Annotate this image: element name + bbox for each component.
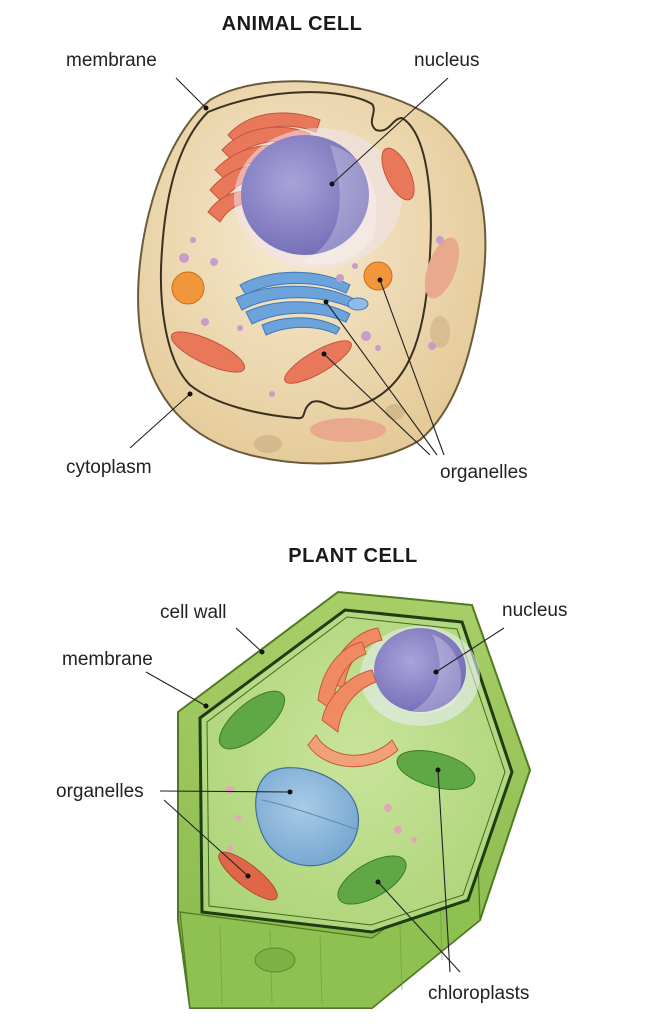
animal-organelles-leader-3: [379, 279, 445, 456]
animal-organelle-bottom-2: [385, 404, 405, 420]
plant-cellwall-leader: [235, 627, 263, 653]
animal-organelles-dot-2: [323, 299, 329, 305]
animal-mitochondrion-3: [284, 340, 352, 384]
plant-chloroplasts-dot-1: [435, 767, 441, 773]
animal-cell-membrane-line: [159, 91, 432, 420]
plant-cell-title: PLANT CELL: [288, 545, 417, 567]
plant-membrane-dot: [203, 703, 209, 709]
plant-label-organelles: organelles: [56, 781, 144, 802]
animal-organelle-bottom-1: [254, 435, 282, 453]
plant-chloroplasts-dot-2: [375, 879, 381, 885]
animal-membrane-leader: [175, 77, 207, 109]
animal-mitochondrion-2: [170, 331, 246, 373]
animal-label-organelles: organelles: [440, 462, 528, 483]
plant-endoplasmic-reticulum: [307, 627, 399, 768]
plant-chloroplast-3: [337, 855, 407, 905]
animal-label-cytoplasm: cytoplasm: [66, 457, 152, 478]
plant-cell-membrane-inner: [206, 616, 506, 926]
plant-nucleus: [360, 626, 480, 726]
animal-cell-title: ANIMAL CELL: [222, 13, 363, 35]
plant-chloroplast-1: [218, 690, 286, 750]
plant-label-cell-wall: cell wall: [160, 602, 227, 623]
animal-membrane-dot: [203, 105, 209, 111]
animal-organelle-right-2: [430, 316, 450, 348]
animal-organelle-right-1: [424, 237, 460, 299]
animal-golgi: [235, 271, 369, 336]
plant-nucleus-leader: [435, 627, 505, 673]
animal-vesicle-2: [171, 271, 205, 305]
animal-cell: [129, 77, 487, 465]
plant-cell: [145, 590, 532, 1009]
plant-organelles-leader-2: [163, 799, 249, 877]
plant-chloroplasts-leader-1: [437, 769, 451, 973]
animal-cytoplasm-dot: [187, 391, 193, 397]
animal-cytoplasm-leader: [129, 393, 191, 449]
animal-organelles-dot-1: [321, 351, 327, 357]
plant-organelles-dot-1: [287, 789, 293, 795]
animal-mitochondrion-1: [381, 147, 415, 201]
animal-organelles-leader-2: [325, 301, 438, 456]
plant-wall-pit: [254, 947, 296, 973]
plant-label-chloroplasts: chloroplasts: [428, 983, 529, 1004]
animal-vesicle-1: [363, 261, 393, 291]
animal-label-nucleus: nucleus: [414, 50, 480, 71]
plant-organelles-leader-1: [159, 790, 291, 793]
animal-organelles-dot-3: [377, 277, 383, 283]
animal-label-membrane: membrane: [66, 50, 157, 71]
animal-small-vesicles: [179, 236, 444, 397]
plant-chloroplasts-leader-2: [377, 881, 461, 973]
plant-membrane-leader: [145, 671, 207, 707]
animal-nucleus: [234, 128, 402, 268]
plant-label-membrane: membrane: [62, 649, 153, 670]
plant-organelles-dot-2: [245, 873, 251, 879]
animal-organelles-leader-1: [323, 353, 431, 456]
plant-cellwall-dot: [259, 649, 265, 655]
animal-organelle-right-3: [310, 418, 386, 442]
plant-cell-wall-depth: [179, 858, 481, 1009]
animal-nucleus-leader: [331, 77, 449, 185]
plant-label-nucleus: nucleus: [502, 600, 568, 621]
animal-nucleus-dot: [329, 181, 335, 187]
plant-nucleus-dot: [433, 669, 439, 675]
